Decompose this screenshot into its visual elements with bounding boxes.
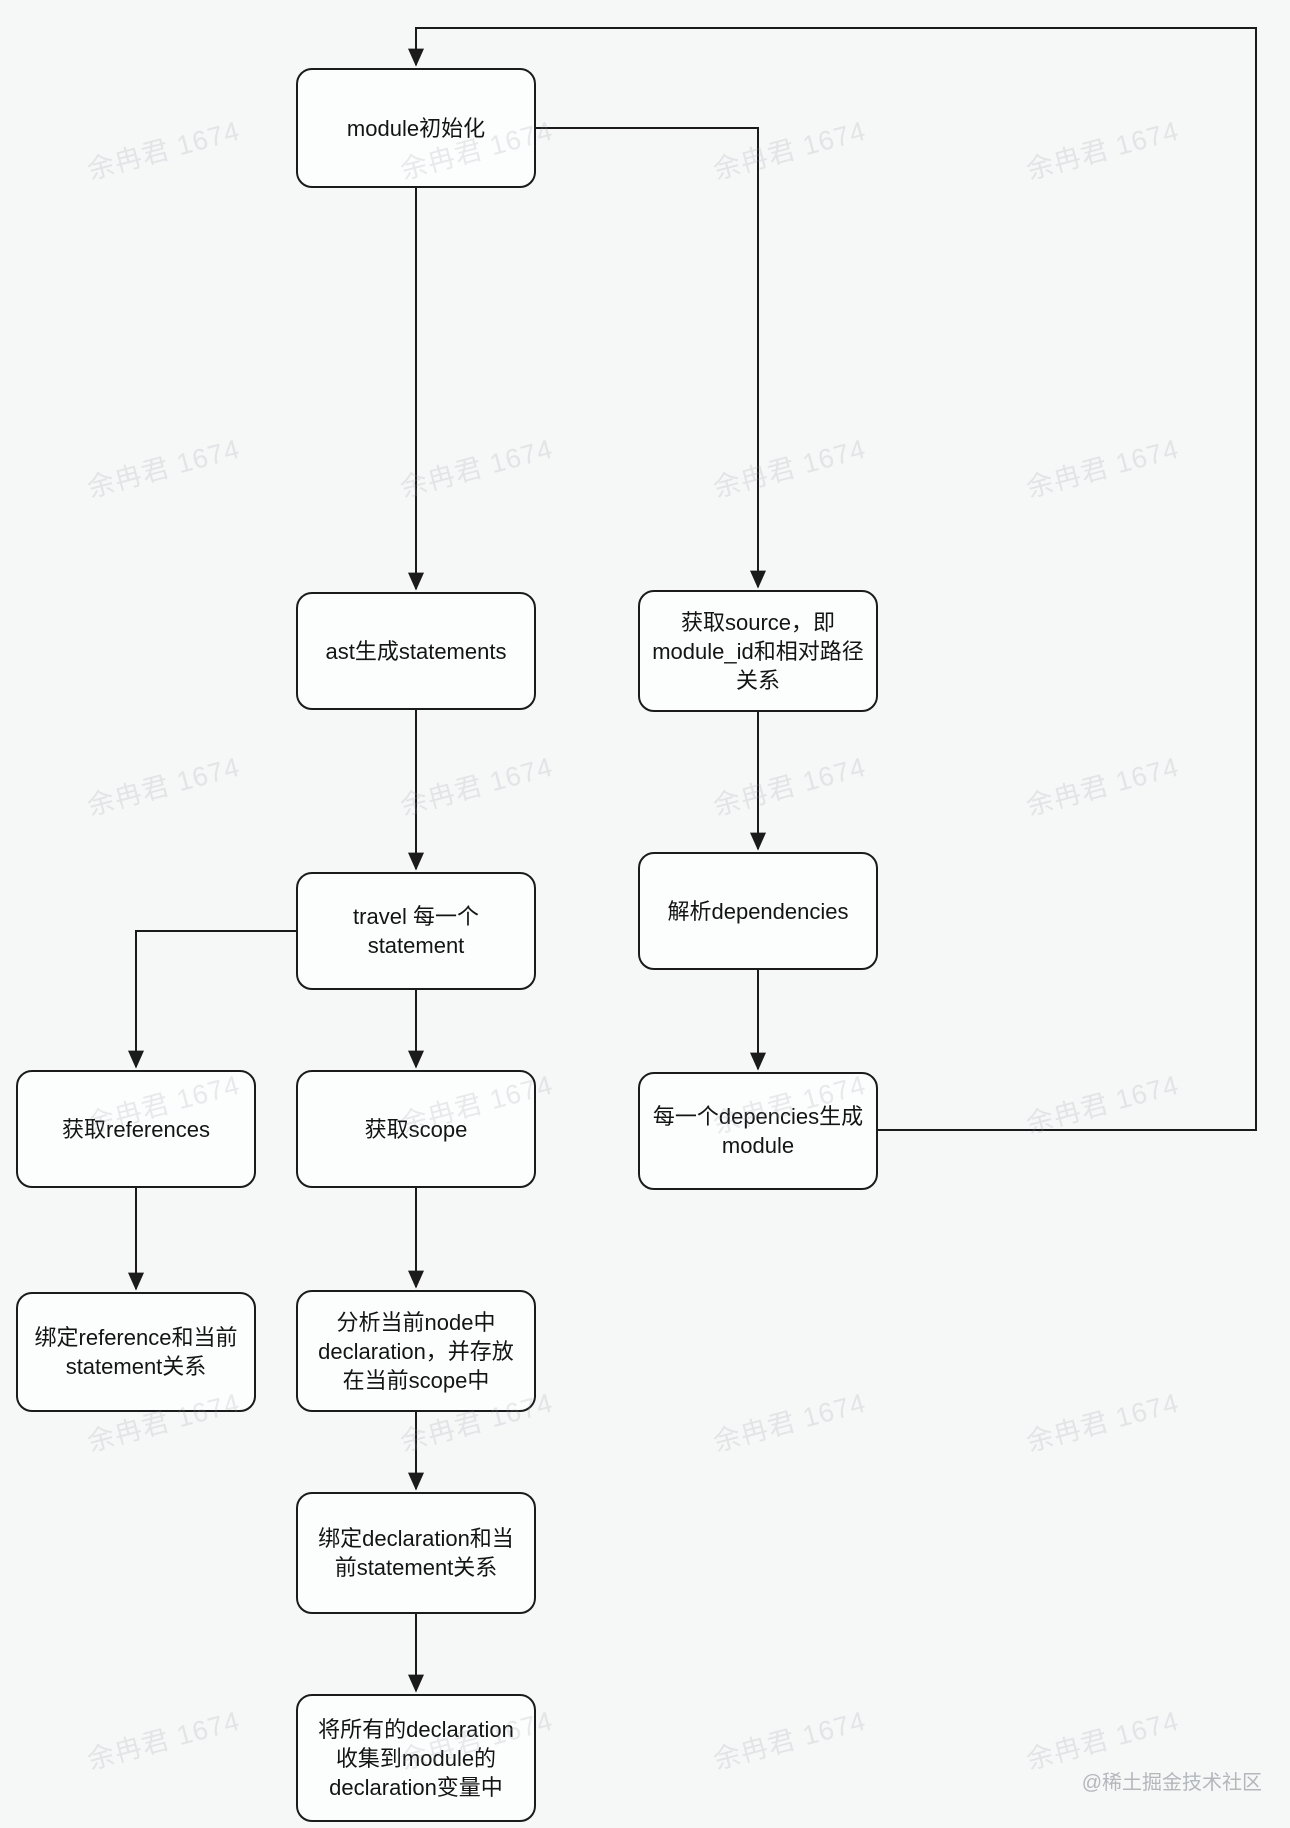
flow-node-bind-declaration: 绑定declaration和当 前statement关系 (296, 1492, 536, 1614)
flow-node-get-scope: 获取scope (296, 1070, 536, 1188)
flow-node-get-source: 获取source，即 module_id和相对路径 关系 (638, 590, 878, 712)
flow-node-analyze-declaration: 分析当前node中 declaration，并存放 在当前scope中 (296, 1290, 536, 1412)
node-label-module-init: module初始化 (346, 115, 486, 141)
juejin-credit-text: @稀土掘金技术社区 (1081, 1772, 1262, 1794)
node-label-get-scope: 获取scope (364, 1116, 468, 1142)
flow-node-parse-dependencies: 解析dependencies (638, 852, 878, 970)
flow-node-travel-statement: travel 每一个 statement (296, 872, 536, 990)
flow-node-dep-gen-module: 每一个depencies生成 module (638, 1072, 878, 1190)
flow-node-ast-statements: ast生成statements (296, 592, 536, 710)
node-label-travel-statement: travel 每一个 statement (353, 904, 479, 958)
node-label-dep-gen-module: 每一个depencies生成 module (652, 1104, 864, 1158)
flow-node-module-init: module初始化 (296, 68, 536, 188)
edge-dep-gen-module-to-module-init-loop (408, 27, 1257, 1131)
node-label-parse-dependencies: 解析dependencies (667, 898, 849, 924)
node-label-bind-declaration: 绑定declaration和当 前statement关系 (318, 1526, 514, 1580)
node-label-bind-reference: 绑定reference和当前 statement关系 (34, 1325, 238, 1379)
flow-node-bind-reference: 绑定reference和当前 statement关系 (16, 1292, 256, 1412)
node-label-get-references: 获取references (62, 1116, 210, 1142)
node-label-get-source: 获取source，即 module_id和相对路径 关系 (652, 609, 864, 693)
flow-node-get-references: 获取references (16, 1070, 256, 1188)
node-label-collect-declarations: 将所有的declaration 收集到module的 declaration变量… (318, 1716, 514, 1800)
flow-node-collect-declarations: 将所有的declaration 收集到module的 declaration变量… (296, 1694, 536, 1822)
edge-module-init-to-get-source (536, 127, 766, 589)
edge-travel-statement-to-get-references (128, 930, 296, 1069)
node-label-analyze-declaration: 分析当前node中 declaration，并存放 在当前scope中 (318, 1309, 514, 1393)
node-label-ast-statements: ast生成statements (325, 638, 507, 664)
